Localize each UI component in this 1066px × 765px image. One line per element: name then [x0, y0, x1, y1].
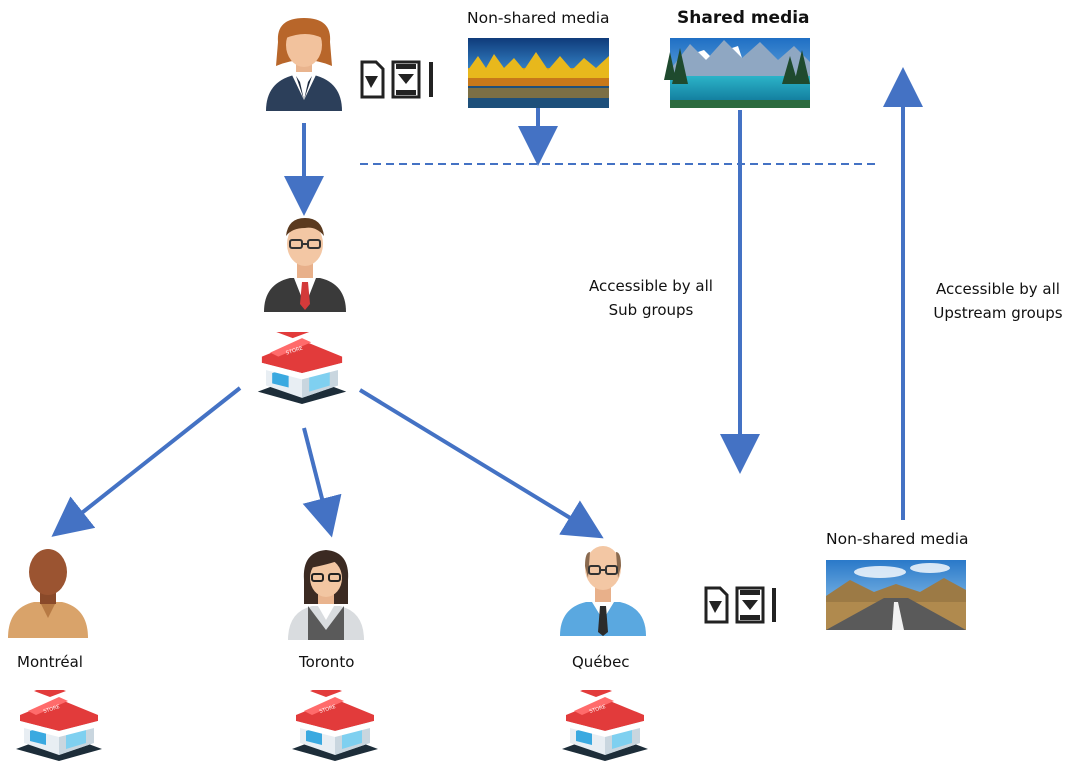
montreal-store-icon — [16, 690, 102, 761]
toronto-user-avatar — [288, 550, 364, 640]
arrow-to-montreal — [51, 386, 242, 537]
montreal-user-avatar — [8, 549, 88, 638]
arrow-to-toronto — [302, 427, 342, 538]
manager-user-avatar — [264, 218, 346, 312]
image-file-icon — [360, 60, 385, 99]
accessible-sub-line-2: Sub groups — [608, 301, 694, 319]
quebec-user-avatar — [560, 546, 646, 636]
branch-label-montreal: Montréal — [17, 653, 83, 671]
top-non-shared-media-thumbnail — [468, 38, 609, 108]
shared-media-thumbnail — [664, 38, 810, 108]
accessible-upstream-groups-label: Accessible by all Upstream groups — [918, 277, 1066, 325]
manager-store-icon — [257, 332, 347, 404]
admin-user-avatar — [266, 18, 342, 111]
shared-media-title: Shared media — [677, 8, 810, 28]
accessible-sub-line-1: Accessible by all — [589, 277, 713, 295]
video-file-icon — [391, 60, 421, 99]
bottom-media-type-icons — [704, 586, 776, 624]
branch-label-toronto: Toronto — [299, 653, 355, 671]
accessible-sub-groups-label: Accessible by all Sub groups — [571, 274, 731, 322]
branch-label-quebec: Québec — [572, 653, 630, 671]
toronto-store-icon — [292, 690, 378, 761]
quebec-store-icon — [562, 690, 648, 761]
bottom-non-shared-media-thumbnail — [826, 560, 966, 630]
arrow-to-quebec — [358, 388, 604, 539]
accessible-up-line-2: Upstream groups — [933, 304, 1063, 322]
bottom-non-shared-media-title: Non-shared media — [826, 530, 969, 548]
divider-bar-icon — [772, 588, 776, 622]
top-non-shared-media-title: Non-shared media — [467, 9, 610, 27]
video-file-icon — [735, 586, 765, 624]
image-file-icon — [704, 586, 729, 624]
divider-bar-icon — [429, 62, 433, 97]
accessible-up-line-1: Accessible by all — [936, 280, 1060, 298]
top-media-type-icons — [360, 60, 433, 99]
